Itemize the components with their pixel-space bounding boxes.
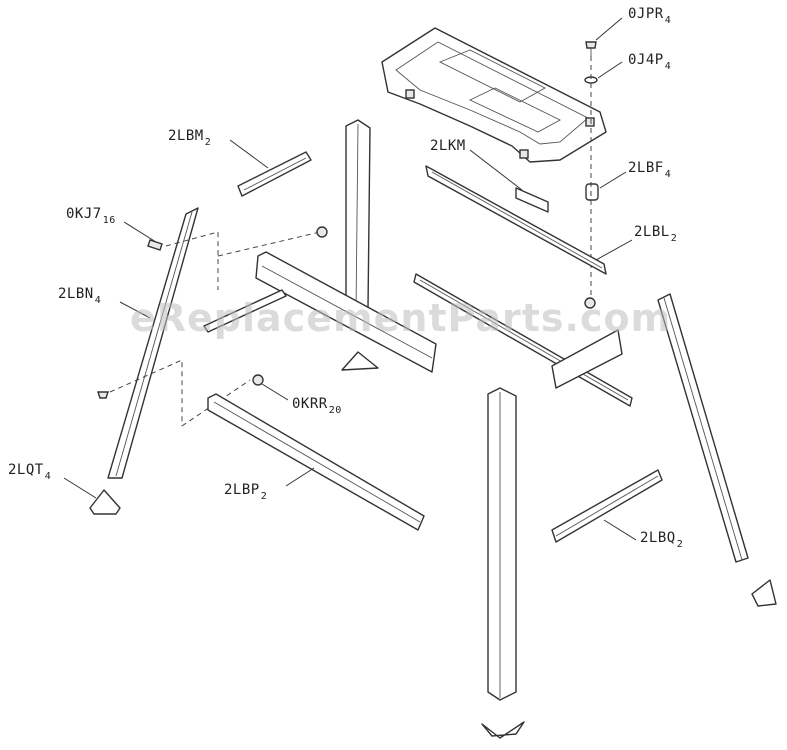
foot-nut — [584, 297, 596, 309]
mount-tray — [381, 27, 607, 163]
label-oj4p: 0J4P4 — [628, 52, 672, 72]
label-2lbm: 2LBM2 — [168, 128, 212, 148]
screw-okj7 — [147, 239, 163, 251]
bracket-2lbm — [237, 151, 312, 197]
screw-ojpr — [585, 41, 597, 56]
front-leg — [487, 387, 517, 701]
foot-2lqt — [89, 489, 121, 515]
bar-2lbp — [207, 393, 425, 531]
front-foot — [481, 721, 525, 739]
front-upper-crossbar — [203, 251, 437, 373]
right-foot — [751, 579, 777, 607]
center-foot — [341, 351, 379, 371]
nut-okrr — [252, 374, 264, 386]
label-plate-2lkm — [515, 187, 549, 213]
label-2lqt: 2LQT4 — [8, 462, 52, 482]
nut-upper — [316, 226, 328, 238]
label-okrr: 0KRR20 — [292, 396, 342, 416]
label-2lbp: 2LBP2 — [224, 482, 268, 502]
label-okj7: 0KJ716 — [66, 206, 116, 226]
bar-2lbq — [551, 469, 663, 543]
label-2lbl: 2LBL2 — [634, 224, 678, 244]
label-2lbq: 2LBQ2 — [640, 530, 684, 550]
watermark: eReplacementParts.com — [130, 296, 672, 340]
label-ojpr: 0JPR4 — [628, 6, 672, 26]
crossbar-2lbl — [425, 165, 607, 275]
screw-lower — [97, 391, 109, 399]
label-2lbf: 2LBF4 — [628, 160, 672, 180]
center-leg — [345, 119, 371, 315]
spacer-2lbf — [585, 183, 599, 201]
label-2lbn: 2LBN4 — [58, 286, 102, 306]
leg-2lbn — [107, 207, 199, 479]
right-end-bracket — [551, 329, 623, 389]
label-2lkm: 2LKM — [430, 138, 466, 154]
right-leg — [657, 293, 749, 563]
